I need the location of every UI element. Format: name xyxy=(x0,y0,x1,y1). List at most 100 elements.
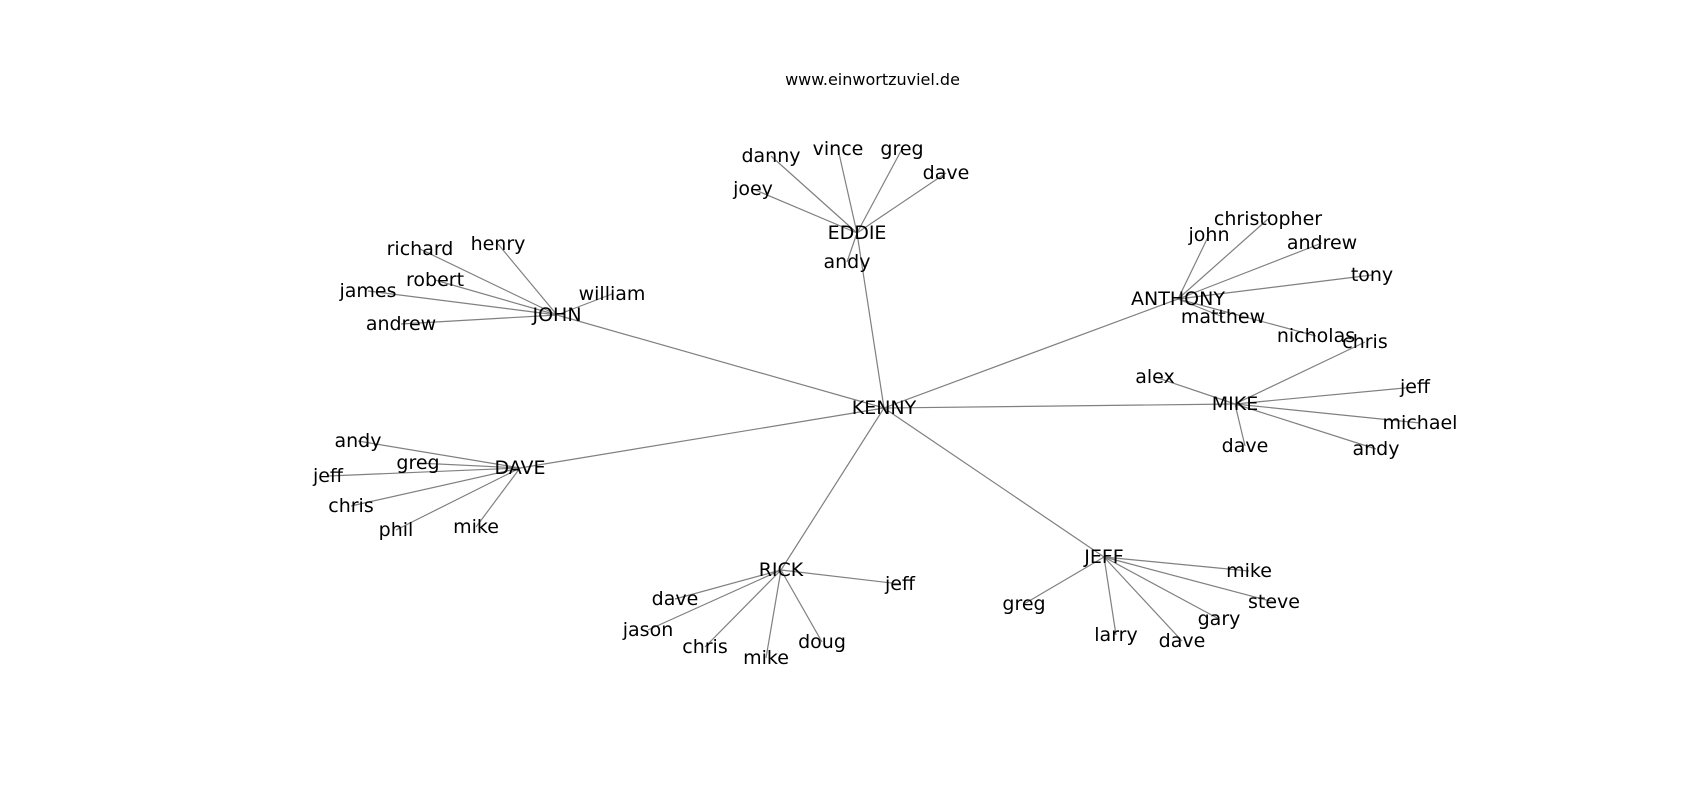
node-leaf-anthony-john: john xyxy=(1188,224,1230,246)
edge-jeff-dave xyxy=(1103,556,1183,642)
node-leaf-rick-jason: jason xyxy=(622,619,674,641)
node-leaf-john-robert: robert xyxy=(406,269,464,291)
node-leaf-rick-doug: doug xyxy=(798,631,846,653)
edge-root-eddie xyxy=(856,232,885,409)
edge-john-henry xyxy=(497,243,558,316)
edge-john-james xyxy=(367,290,558,316)
edge-root-rick xyxy=(780,407,885,571)
node-leaf-john-william: william xyxy=(579,283,646,305)
edge-rick-jason xyxy=(647,569,782,631)
edge-rick-dave xyxy=(674,569,782,600)
node-leaf-mike-michael: michael xyxy=(1383,412,1458,434)
edge-root-mike xyxy=(883,403,1236,409)
edge-john-robert xyxy=(434,279,558,316)
edge-eddie-greg xyxy=(856,148,903,234)
edge-eddie-vince xyxy=(837,148,858,234)
edge-root-anthony xyxy=(883,298,1179,409)
node-leaf-john-james: james xyxy=(338,280,396,302)
edge-eddie-danny xyxy=(770,155,858,234)
node-leaf-mike-chris: chris xyxy=(1342,331,1387,353)
edges-layer xyxy=(327,148,1421,659)
edge-mike-michael xyxy=(1234,403,1421,424)
edge-root-jeff xyxy=(883,407,1105,558)
edge-dave-jeff xyxy=(327,467,521,477)
edge-rick-mike xyxy=(765,569,782,659)
edge-eddie-andy xyxy=(846,232,858,263)
node-leaf-anthony-nicholas: nicholas xyxy=(1277,325,1355,347)
node-leaf-mike-alex: alex xyxy=(1135,366,1175,388)
edge-mike-alex xyxy=(1154,376,1236,405)
node-leaf-rick-jeff: jeff xyxy=(884,573,916,595)
node-leaf-eddie-vince: vince xyxy=(813,138,864,160)
edge-jeff-larry xyxy=(1103,556,1117,636)
node-leaf-anthony-christopher: christopher xyxy=(1214,208,1322,230)
edge-eddie-joey xyxy=(752,188,858,234)
node-leaf-mike-andy: andy xyxy=(1353,438,1400,460)
edge-dave-andy xyxy=(357,440,521,469)
node-leaf-jeff-dave: dave xyxy=(1159,630,1206,652)
edge-dave-greg xyxy=(417,462,521,469)
node-leaf-mike-dave: dave xyxy=(1222,435,1269,457)
node-leaf-jeff-gary: gary xyxy=(1198,608,1241,630)
node-leaf-eddie-danny: danny xyxy=(741,145,800,167)
node-hub-mike: MIKE xyxy=(1212,393,1258,415)
edge-anthony-tony xyxy=(1177,274,1373,300)
edge-rick-chris xyxy=(704,569,782,648)
node-hub-john: JOHN xyxy=(531,304,581,326)
node-leaf-mike-jeff: jeff xyxy=(1399,376,1431,398)
node-leaf-jeff-greg: greg xyxy=(1002,593,1045,615)
node-leaf-rick-chris: chris xyxy=(682,636,727,658)
node-root: KENNY xyxy=(852,397,917,419)
node-leaf-john-richard: richard xyxy=(387,238,454,260)
edge-mike-jeff xyxy=(1234,386,1416,405)
node-leaf-dave-andy: andy xyxy=(335,430,382,452)
node-leaf-jeff-steve: steve xyxy=(1248,591,1300,613)
edge-anthony-christopher xyxy=(1177,218,1269,300)
node-leaf-dave-jeff: jeff xyxy=(312,465,344,487)
edge-anthony-matthew xyxy=(1177,298,1224,318)
edge-john-william xyxy=(556,293,613,316)
edge-john-andrew xyxy=(400,314,558,325)
node-hub-jeff: JEFF xyxy=(1083,546,1123,568)
edge-root-dave xyxy=(519,407,885,469)
edge-jeff-greg xyxy=(1023,556,1105,605)
node-hub-dave: DAVE xyxy=(494,457,545,479)
edge-rick-jeff xyxy=(780,569,901,585)
node-leaf-dave-chris: chris xyxy=(328,495,373,517)
edge-anthony-andrew xyxy=(1177,242,1323,300)
node-leaf-dave-mike: mike xyxy=(453,516,499,538)
node-leaf-eddie-dave: dave xyxy=(923,162,970,184)
node-leaf-dave-greg: greg xyxy=(396,452,439,474)
node-hub-rick: RICK xyxy=(759,559,804,581)
edge-jeff-steve xyxy=(1103,556,1275,603)
node-leaf-eddie-greg: greg xyxy=(880,138,923,160)
edge-mike-dave xyxy=(1234,403,1246,447)
edge-dave-phil xyxy=(395,467,521,531)
node-leaf-anthony-tony: tony xyxy=(1351,264,1393,286)
edge-eddie-dave xyxy=(856,172,947,234)
edge-anthony-john xyxy=(1177,234,1210,300)
edge-jeff-gary xyxy=(1103,556,1220,620)
node-leaf-dave-phil: phil xyxy=(379,519,414,541)
node-leaf-eddie-andy: andy xyxy=(824,251,871,273)
edge-dave-mike xyxy=(475,467,521,528)
edge-root-john xyxy=(556,314,885,409)
node-leaf-john-henry: henry xyxy=(471,233,526,255)
site-caption: www.einwortzuviel.de xyxy=(785,70,960,89)
node-hub-anthony: ANTHONY xyxy=(1131,288,1225,310)
edge-jeff-mike xyxy=(1103,556,1250,572)
node-leaf-anthony-matthew: matthew xyxy=(1181,306,1265,328)
node-leaf-rick-mike: mike xyxy=(743,647,789,669)
node-leaf-eddie-joey: joey xyxy=(732,178,773,200)
node-leaf-jeff-larry: larry xyxy=(1094,624,1137,646)
edge-john-richard xyxy=(419,248,558,316)
edge-anthony-nicholas xyxy=(1177,298,1317,337)
node-hub-eddie: EDDIE xyxy=(828,222,887,244)
node-leaf-anthony-andrew: andrew xyxy=(1287,232,1357,254)
edge-mike-andy xyxy=(1234,403,1377,450)
node-leaf-rick-dave: dave xyxy=(652,588,699,610)
edge-mike-chris xyxy=(1234,341,1366,405)
node-leaf-john-andrew: andrew xyxy=(366,313,436,335)
